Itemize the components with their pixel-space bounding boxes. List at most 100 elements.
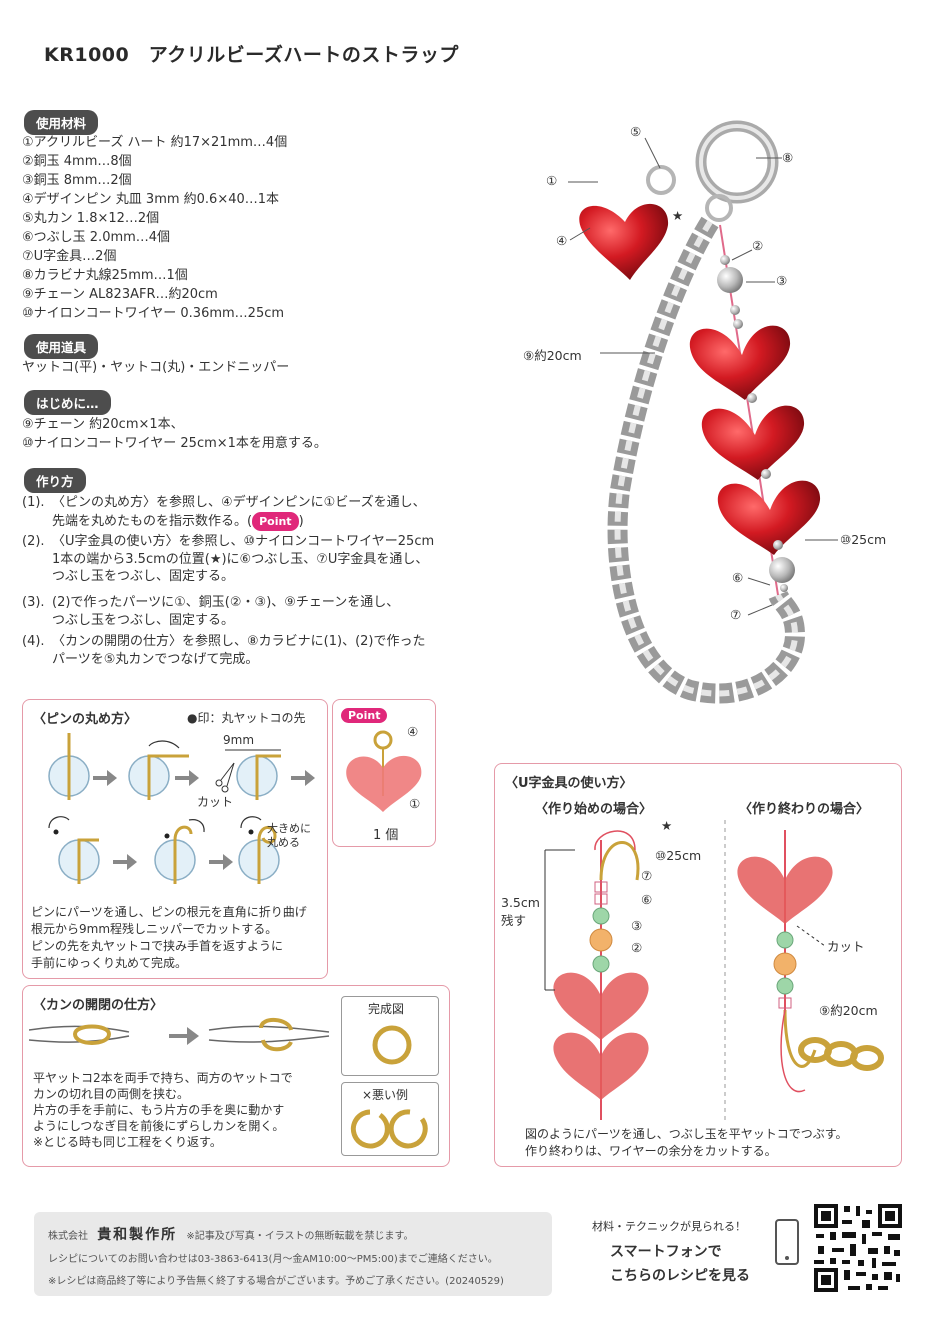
product-photo [568, 120, 838, 704]
ring-desc-line: 片方の手を手前に、もう片方の手を奥に動かす [33, 1103, 285, 1117]
step-1: (1). 〈ピンの丸め方〉を参照し、④デザインピンに①ビーズを通し、 先端を丸めた… [22, 494, 426, 531]
step-text: 〈ピンの丸め方〉を参照し、④デザインピンに①ビーズを通し、 [52, 495, 426, 510]
u-box-desc: 図のようにパーツを通し、つぶし玉を平ヤットコでつぶす。 作り終わりは、ワイヤーの… [525, 1126, 848, 1160]
page-title: KR1000 アクリルビーズハートのストラップ [44, 44, 459, 66]
u-box-end-title: 〈作り終わりの場合〉 [739, 802, 870, 817]
point-pill: Point [341, 708, 388, 723]
ring-bad-icon [350, 1109, 428, 1149]
material-item: ⑨チェーン AL823AFR…約20cm [22, 287, 218, 302]
ring-box-title: 〈カンの開閉の仕方〉 [33, 998, 164, 1013]
intro-line: ⑩ナイロンコートワイヤー 25cm×1本を用意する。 [22, 436, 327, 451]
photo-label-7: ⑦ [730, 607, 742, 622]
u-star: ★ [661, 818, 673, 833]
smartphone-icon [775, 1219, 799, 1265]
ring-closed-icon [372, 1025, 412, 1065]
photo-label-2: ② [752, 238, 764, 253]
step-text: 〈カンの開閉の仕方〉を参照し、⑧カラビナに(1)、(2)で作った [52, 634, 426, 649]
material-item: ①アクリルビーズ ハート 約17×21mm…4個 [22, 135, 288, 150]
qr-code[interactable] [812, 1202, 904, 1294]
pin-steps-illustration [48, 733, 315, 884]
hanging-heart [579, 203, 669, 280]
ring-steps-illustration [29, 1018, 330, 1052]
footer-contact: レシピについてのお問い合わせは03-3863-6413(月〜金AM10:00〜P… [48, 1254, 498, 1265]
u-desc-line: 図のようにパーツを通し、つぶし玉を平ヤットコでつぶす。 [525, 1127, 848, 1141]
pin-desc-line: ピンにパーツを通し、ピンの根元を直角に折り曲げ [31, 905, 307, 919]
step-number: (4). [22, 634, 45, 649]
u-fitting-box: 〈U字金具の使い方〉 〈作り始めの場合〉 〈作り終わりの場合〉 [494, 763, 902, 1167]
ring-desc-line: ようにしつなぎ目を前後にずらしカンを開く。 [33, 1119, 285, 1133]
jump-ring [705, 194, 733, 222]
qr-line: スマートフォンで [610, 1244, 722, 1260]
step-text: 先端を丸めたものを指示数作る。( [52, 513, 253, 529]
u-label-6: ⑥ [641, 892, 653, 907]
u-fitting-illustration [544, 820, 884, 1120]
u-leave-label: 3.5cm 残す [501, 894, 540, 930]
material-item: ⑩ナイロンコートワイヤー 0.36mm…25cm [22, 306, 285, 321]
point-label-1: ① [409, 796, 421, 811]
bad-label: ×悪い例 [362, 1088, 409, 1102]
photo-label-star: ★ [672, 208, 684, 223]
point-label-4: ④ [407, 724, 419, 739]
intro-heading: はじめに… [24, 390, 111, 415]
step-number: (2). [22, 534, 45, 549]
jump-ring [646, 165, 676, 195]
photo-label-1: ① [546, 173, 558, 188]
intro-text: ⑨チェーン 約20cm×1本、 ⑩ナイロンコートワイヤー 25cm×1本を用意す… [22, 415, 327, 453]
material-item: ⑤丸カン 1.8×12…2個 [22, 211, 160, 226]
bad-panel: ×悪い例 [341, 1082, 439, 1156]
photo-label-5: ⑤ [630, 124, 642, 139]
pin-big-line: 大きめに [267, 822, 311, 835]
u-label-2: ② [631, 940, 643, 955]
u-leave-line: 3.5cm [501, 895, 540, 910]
qr-caption: 材料・テクニックが見られる！ [592, 1220, 746, 1233]
u-box-title: 〈U字金具の使い方〉 [505, 776, 633, 791]
step-text: つぶし玉をつぶし、固定する。 [52, 569, 235, 584]
step-number: (3). [22, 595, 45, 610]
pin-cut-label: カット [197, 795, 234, 809]
photo-label-chain: ⑨約20cm [523, 348, 582, 363]
footer-end-notice: ※レシピは商品終了等により予告無く終了する場合がございます。予めご了承ください。… [48, 1276, 504, 1287]
pin-box-desc: ピンにパーツを通し、ピンの根元を直角に折り曲げ 根元から9mm程残しニッパーでカ… [31, 904, 307, 972]
material-item: ⑦U字金具…2個 [22, 249, 117, 264]
point-heart-illustration [346, 730, 422, 812]
u-desc-line: 作り終わりは、ワイヤーの余分をカットする。 [525, 1144, 777, 1158]
heart-bead [717, 480, 821, 555]
step-4: (4). 〈カンの開閉の仕方〉を参照し、⑧カラビナに(1)、(2)で作った パーツ… [22, 633, 425, 668]
intro-line: ⑨チェーン 約20cm×1本、 [22, 417, 184, 432]
u-wire-label: ⑩25cm [655, 848, 702, 863]
pin-big-line: 丸める [267, 836, 300, 849]
step-text: つぶし玉をつぶし、固定する。 [52, 612, 235, 628]
pin-box-title: 〈ピンの丸め方〉 [33, 712, 138, 727]
u-cut-label: カット [827, 939, 865, 954]
point-badge: Point [252, 511, 299, 531]
qr-line: こちらのレシピを見る [610, 1268, 750, 1284]
materials-list: ①アクリルビーズ ハート 約17×21mm…4個 ②銅玉 4mm…8個 ③銅玉 … [22, 133, 287, 323]
u-label-7: ⑦ [641, 868, 653, 883]
step-number: (1). [22, 495, 45, 510]
photo-label-3: ③ [776, 273, 788, 288]
step-text: パーツを⑤丸カンでつなげて完成。 [52, 651, 259, 667]
ring-desc-line: カンの切れ目の両側を挟む。 [33, 1087, 190, 1101]
heart-bead [701, 405, 805, 480]
u-label-3: ③ [631, 918, 643, 933]
material-item: ⑧カラビナ丸線25mm…1個 [22, 268, 188, 283]
pin-desc-line: 手前にゆっくり丸めて完成。 [31, 956, 188, 970]
step-text: (2)で作ったパーツに①、銅玉(②・③)、⑨チェーンを通し、 [52, 595, 400, 610]
material-item: ②銅玉 4mm…8個 [22, 154, 132, 169]
material-item: ⑥つぶし玉 2.0mm…4個 [22, 230, 171, 245]
pin-big-label: 大きめに 丸める [267, 822, 311, 850]
step-text: 1本の端から3.5cmの位置(★)に⑥つぶし玉、⑦U字金具を通し、 [52, 551, 429, 567]
done-label: 完成図 [368, 1002, 405, 1016]
point-box: Point ④ ① 1 個 [332, 699, 436, 847]
step-text: ) [298, 513, 304, 529]
ring-box-desc: 平ヤットコ2本を両手で持ち、両方のヤットコで カンの切れ目の両側を挟む。 片方の… [33, 1070, 293, 1150]
done-panel: 完成図 [341, 996, 439, 1076]
photo-label-4: ④ [556, 233, 568, 248]
company-label: 株式会社 [48, 1231, 88, 1242]
pin-desc-line: ピンの先を丸ヤットコで挟み手首を返すように [31, 939, 284, 953]
tools-text: ヤットコ(平)・ヤットコ(丸)・エンドニッパー [22, 360, 290, 375]
step-text: 〈U字金具の使い方〉を参照し、⑩ナイロンコートワイヤー25cm [52, 534, 435, 549]
photo-label-6: ⑥ [732, 570, 744, 585]
copyright-notice: ※記事及び写真・イラストの無断転載を禁じます。 [186, 1231, 414, 1242]
step-2: (2). 〈U字金具の使い方〉を参照し、⑩ナイロンコートワイヤー25cm 1本の端… [22, 533, 434, 586]
